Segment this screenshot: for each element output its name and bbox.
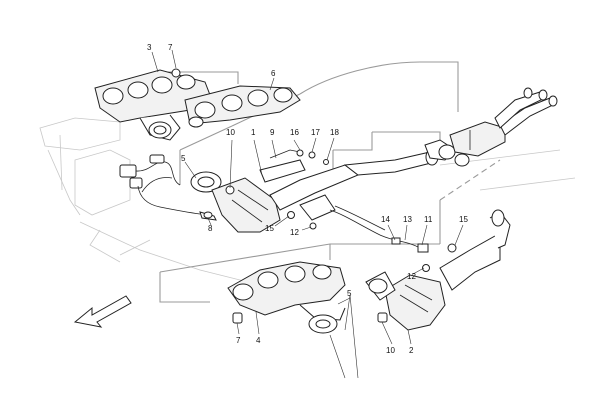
lower-right-catalytic-converter xyxy=(365,209,511,331)
callout-2: 2 xyxy=(409,346,414,355)
callout-3: 3 xyxy=(147,43,152,52)
callout-4: 4 xyxy=(256,336,261,345)
callout-14: 14 xyxy=(381,215,390,224)
rear-muffler-assembly xyxy=(424,87,558,167)
fasteners-middle xyxy=(269,149,430,272)
vehicle-body-outline xyxy=(39,117,576,286)
callout-12-left: 12 xyxy=(290,228,299,237)
callout-8: 8 xyxy=(208,224,213,233)
front-direction-arrow xyxy=(73,295,132,328)
callout-12-right: 12 xyxy=(407,272,416,281)
callout-10-upper: 10 xyxy=(226,128,235,137)
upper-right-exhaust-manifold xyxy=(184,85,301,128)
callout-6: 6 xyxy=(271,69,276,78)
upper-catalytic-converter-and-pipe xyxy=(190,148,439,233)
callout-10-lower: 10 xyxy=(386,346,395,355)
callout-5-lower: 5 xyxy=(347,289,352,298)
lower-left-exhaust-manifold xyxy=(227,261,346,334)
callout-labels: 3 7 6 5 10 1 9 16 17 18 8 15 12 14 13 11… xyxy=(147,43,468,355)
callout-5-upper: 5 xyxy=(181,154,186,163)
callout-18: 18 xyxy=(330,128,339,137)
callout-7-top: 7 xyxy=(168,43,173,52)
callout-17: 17 xyxy=(311,128,320,137)
callout-1: 1 xyxy=(251,128,256,137)
callout-11: 11 xyxy=(424,215,433,224)
callout-7-bottom: 7 xyxy=(236,336,241,345)
manifold-nut xyxy=(171,68,181,78)
callout-15-left: 15 xyxy=(265,224,274,233)
callout-13: 13 xyxy=(403,215,412,224)
leader-lines xyxy=(151,49,464,379)
upper-left-exhaust-manifold xyxy=(94,68,211,141)
callout-16: 16 xyxy=(290,128,299,137)
callout-9: 9 xyxy=(270,128,275,137)
callout-15-right: 15 xyxy=(459,215,468,224)
